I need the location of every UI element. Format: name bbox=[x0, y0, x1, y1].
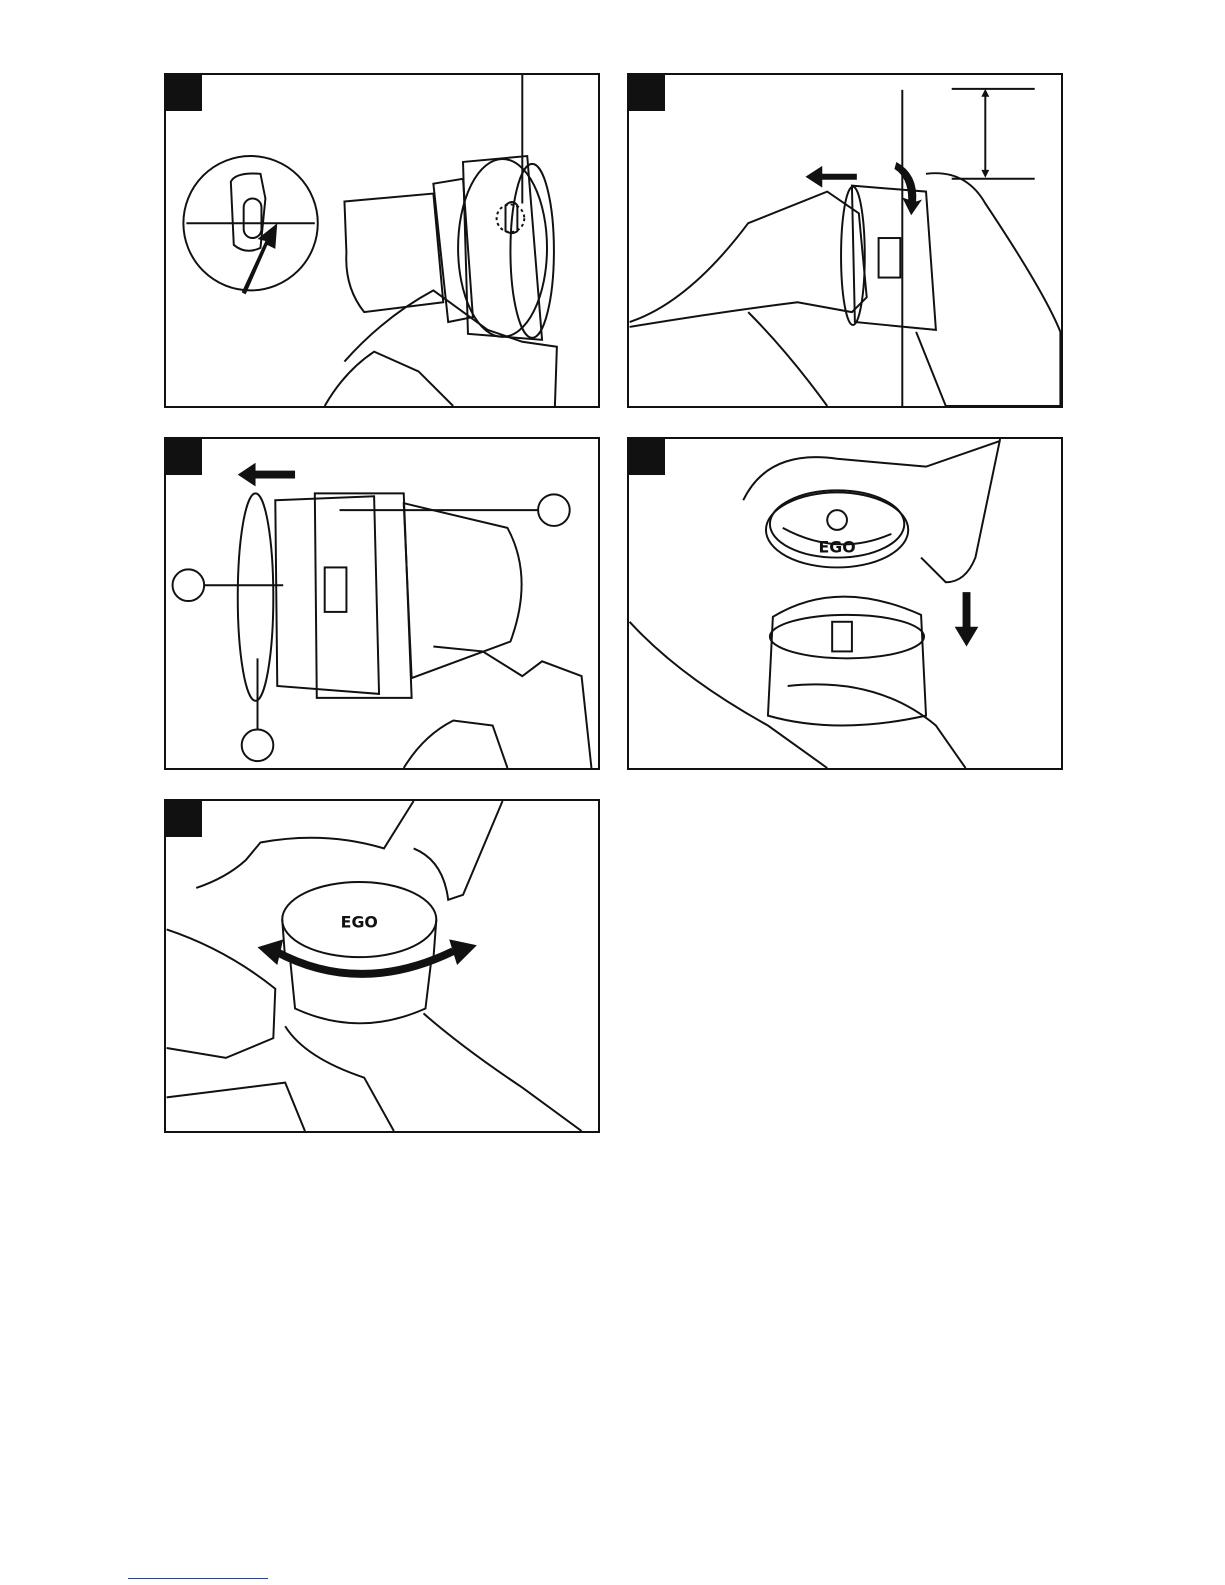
figure-panel-4: EGO bbox=[627, 437, 1063, 770]
footer-link-underline[interactable] bbox=[128, 1578, 268, 1579]
figure-panel-1 bbox=[164, 73, 600, 408]
rotate-lock-illustration: EGO bbox=[166, 801, 598, 1131]
brand-mark: EGO bbox=[819, 538, 856, 557]
figure-panel-2 bbox=[627, 73, 1063, 408]
install-cover-illustration: EGO bbox=[629, 439, 1061, 768]
brand-mark: EGO bbox=[341, 912, 378, 931]
figure-panel-5: EGO bbox=[164, 799, 600, 1133]
spool-parts-illustration bbox=[166, 439, 598, 768]
pull-cover-illustration bbox=[629, 75, 1061, 406]
trimmer-head-illustration bbox=[166, 75, 598, 406]
figure-panel-3 bbox=[164, 437, 600, 770]
